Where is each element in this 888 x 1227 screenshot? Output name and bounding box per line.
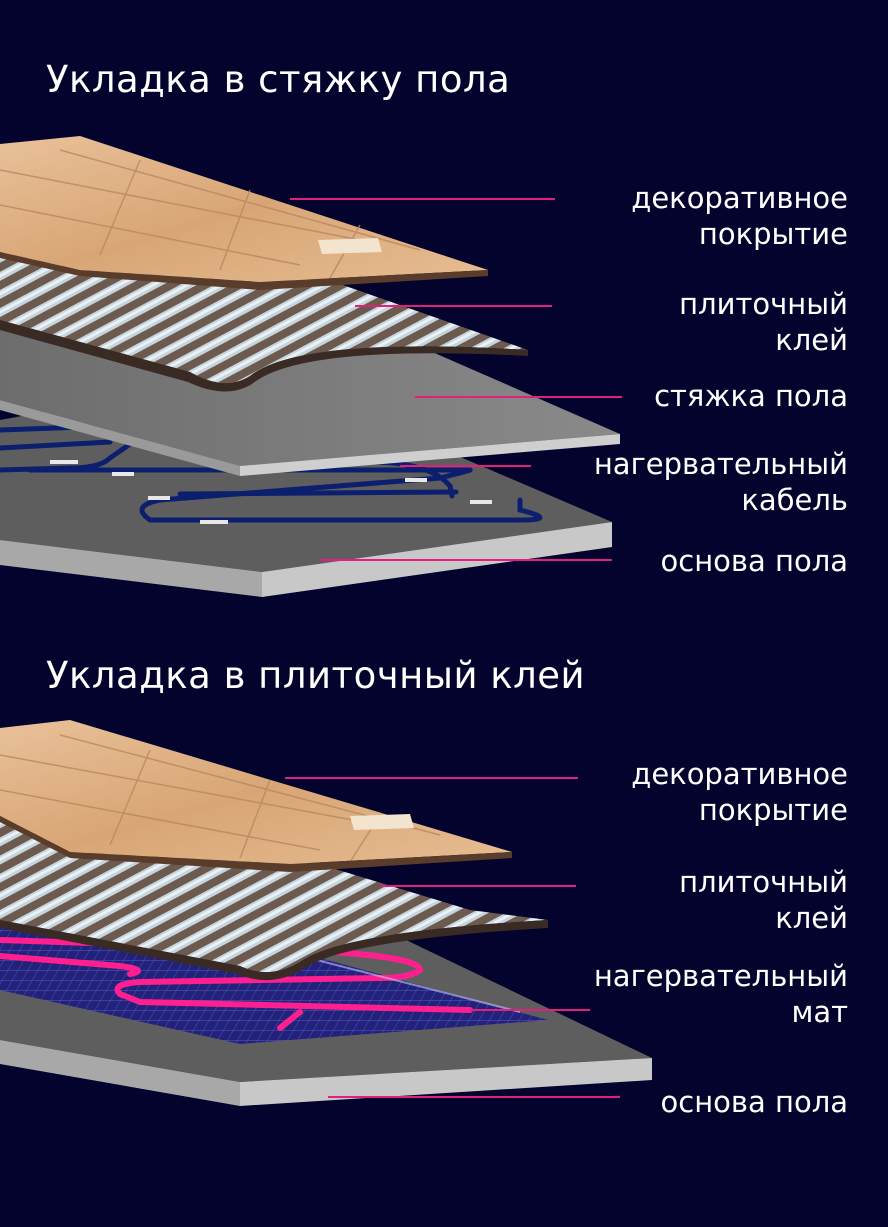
section-heading-screed: Укладка в стяжку пола [46, 58, 511, 101]
label-base-floor: основа пола [661, 543, 848, 579]
label-tile-adhesive: плиточный клей [679, 286, 848, 358]
leader-lines [290, 198, 622, 561]
label-base-floor: основа пола [661, 1084, 848, 1120]
label-line: клей [775, 901, 848, 935]
label-screed: стяжка пола [654, 378, 848, 414]
label-line: покрытие [698, 793, 848, 827]
heating-cable-layer [0, 393, 543, 523]
label-heating-cable: нагервательный кабель [594, 446, 848, 518]
label-decorative-coating: декоративное покрытие [631, 756, 848, 828]
label-decorative-coating: декоративное покрытие [631, 180, 848, 252]
label-line: кабель [741, 483, 848, 517]
screed-layers-illustration [0, 136, 622, 597]
label-line: плиточный [679, 287, 848, 321]
label-line: основа пола [660, 1085, 848, 1119]
cable-clips [50, 460, 492, 524]
label-line: декоративное [631, 181, 848, 215]
label-line: декоративное [631, 757, 848, 791]
label-line: нагервательный [593, 959, 848, 993]
label-tile-adhesive: плиточный клей [679, 864, 848, 936]
label-line: клей [775, 323, 848, 357]
label-line: основа пола [660, 544, 848, 578]
section-heading-adhesive: Укладка в плиточный клей [46, 654, 586, 697]
adhesive-layers-illustration [0, 720, 652, 1106]
label-line: плиточный [679, 865, 848, 899]
label-line: стяжка пола [654, 379, 848, 413]
label-line: мат [791, 995, 848, 1029]
adhesive-installation-section: Укладка в плиточный клей [0, 620, 888, 1227]
label-line: покрытие [698, 217, 848, 251]
leader-lines [285, 777, 620, 1098]
decorative-tile-layer [0, 136, 488, 290]
label-line: нагервательный [593, 447, 848, 481]
label-heating-mat: нагервательный мат [594, 958, 848, 1030]
screed-installation-section: Укладка в стяжку пола [0, 58, 848, 597]
decorative-tile-layer [0, 720, 512, 872]
